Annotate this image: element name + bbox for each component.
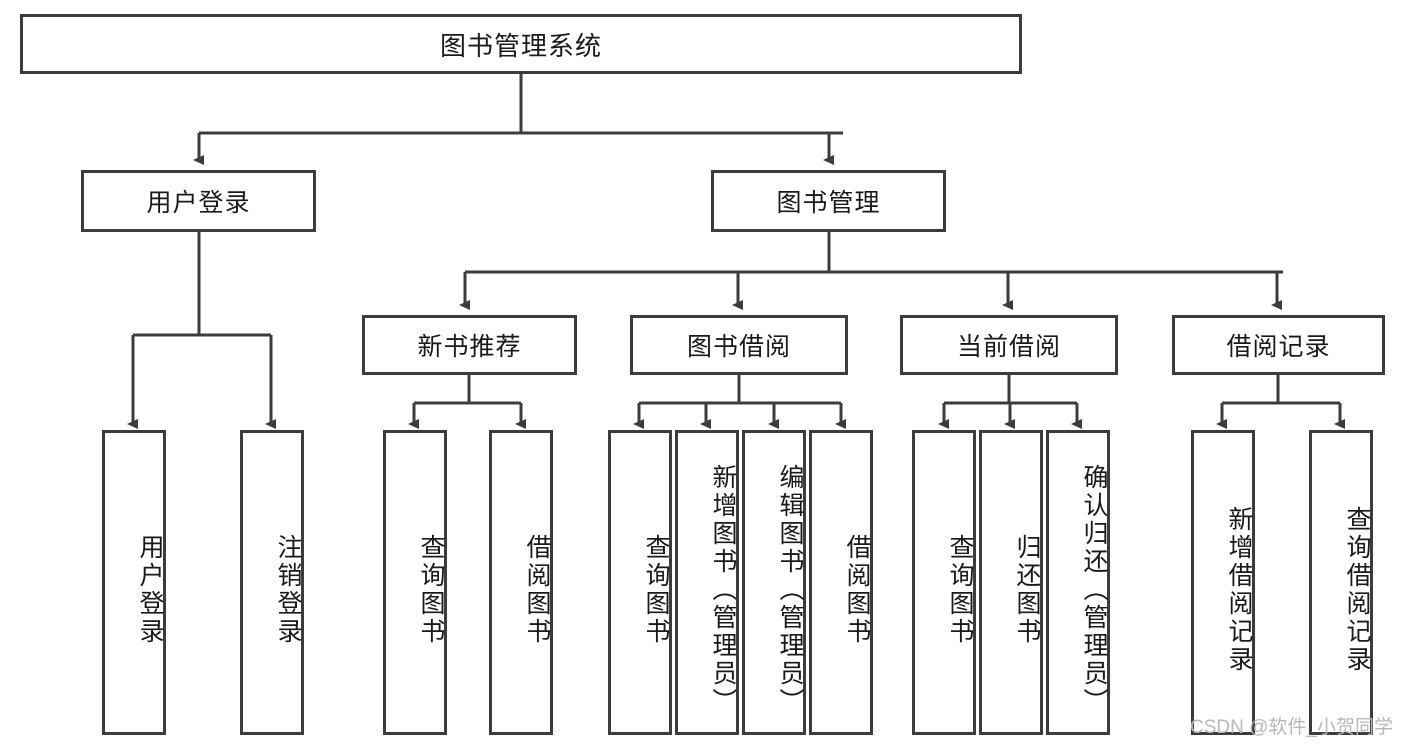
csdn-watermark: CSDN @软件_小贺同学 [1190,717,1393,738]
node-leaf-add-borrow-record[interactable]: 新增借阅记录 [1191,430,1255,735]
node-label: 用户登录 [136,533,164,646]
node-book-borrow[interactable]: 图书借阅 [630,315,848,375]
node-label: 查询图书 [642,533,670,646]
node-label: 新增借阅记录 [1225,505,1253,674]
node-label: 查询借阅记录 [1343,505,1371,674]
node-leaf-query-borrow-record[interactable]: 查询借阅记录 [1309,430,1373,735]
node-leaf-query-book-new-recommend[interactable]: 查询图书 [383,430,447,735]
node-label: 图书借阅 [686,333,791,361]
node-leaf-user-login[interactable]: 用户登录 [102,430,166,735]
node-label: 查询图书 [417,533,445,646]
node-leaf-borrow-book[interactable]: 借阅图书 [809,430,873,735]
node-leaf-confirm-return-admin[interactable]: 确认归还（管理员） [1046,430,1110,735]
node-leaf-query-book-borrow[interactable]: 查询图书 [608,430,672,735]
node-leaf-borrow-book-new-recommend[interactable]: 借阅图书 [489,430,553,735]
node-leaf-logout[interactable]: 注销登录 [240,430,304,735]
node-label: 借阅图书 [523,533,551,646]
node-book-management[interactable]: 图书管理 [711,170,946,232]
node-borrow-record[interactable]: 借阅记录 [1172,315,1385,375]
node-label: 编辑图书（管理员） [776,463,804,716]
node-label: 归还图书 [1013,533,1041,646]
node-root-book-management-system[interactable]: 图书管理系统 [20,14,1022,74]
node-label: 图书管理系统 [439,30,602,61]
node-label: 借阅图书 [843,533,871,646]
node-label: 借阅记录 [1226,333,1331,361]
node-leaf-edit-book-admin[interactable]: 编辑图书（管理员） [742,430,806,735]
node-label: 确认归还（管理员） [1080,463,1108,716]
node-leaf-return-book[interactable]: 归还图书 [979,430,1043,735]
node-leaf-add-book-admin[interactable]: 新增图书（管理员） [675,430,739,735]
node-label: 注销登录 [274,533,302,646]
node-label: 用户登录 [146,189,251,217]
node-leaf-query-book-current[interactable]: 查询图书 [912,430,976,735]
node-new-book-recommend[interactable]: 新书推荐 [362,315,577,375]
node-label: 新书推荐 [417,333,522,361]
node-label: 新增图书（管理员） [709,463,737,716]
node-label: 当前借阅 [956,333,1061,361]
node-user-login[interactable]: 用户登录 [81,170,316,232]
node-label: 查询图书 [946,533,974,646]
node-label: 图书管理 [776,189,881,217]
node-current-borrow[interactable]: 当前借阅 [900,315,1118,375]
